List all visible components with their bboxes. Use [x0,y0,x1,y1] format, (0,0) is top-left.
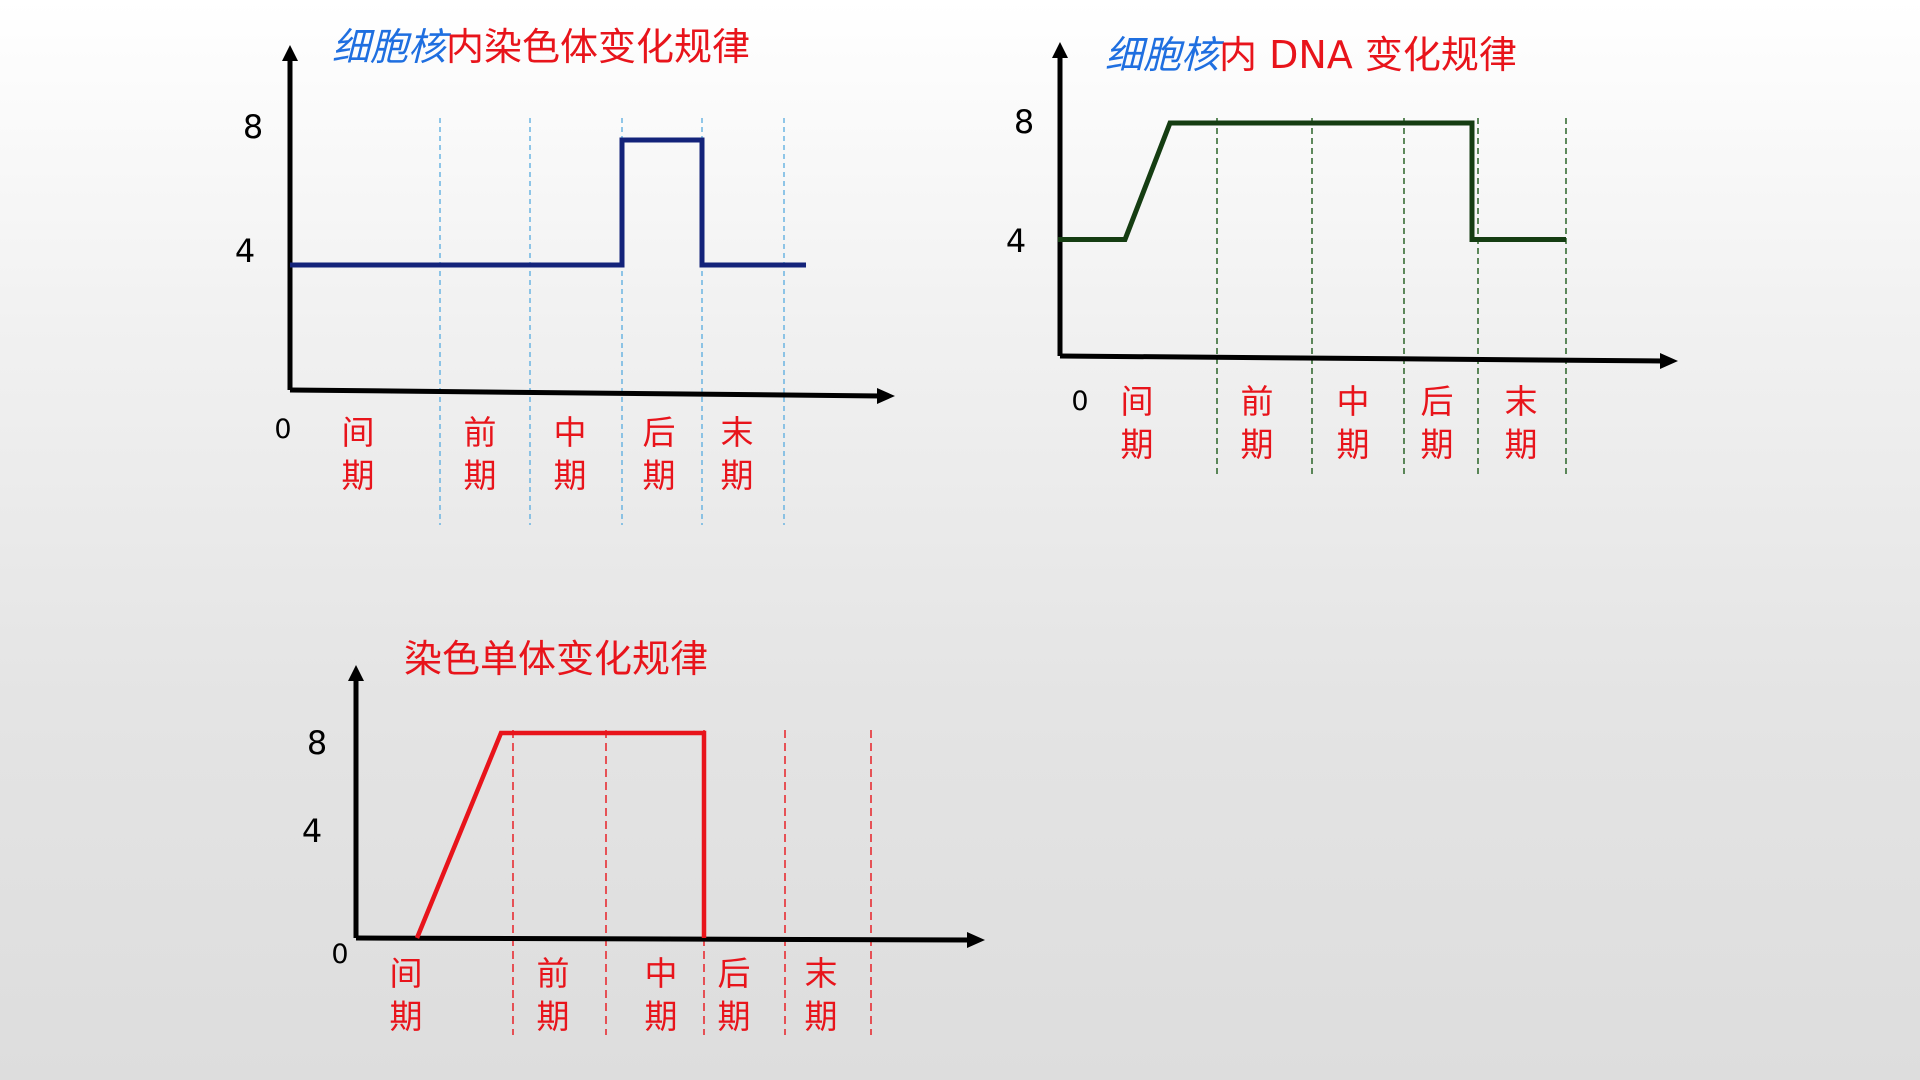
chart-title-part: 细胞核 [332,25,452,69]
phase-label-bottom: 期 [643,456,676,495]
phase-label-top: 前 [1241,382,1274,421]
phase-label-bottom: 期 [718,997,751,1036]
phase-label-top: 中 [1337,382,1370,421]
phase-label-top: 末 [805,954,838,993]
origin-label: 0 [1071,386,1088,417]
phase-label-bottom: 期 [1121,425,1154,464]
phase-label-bottom: 期 [390,997,423,1036]
phase-label-bottom: 期 [1421,425,1454,464]
y-tick-label: 4 [235,232,255,270]
y-axis-arrow [1052,42,1068,58]
phase-label-top: 末 [1505,382,1538,421]
y-tick-label: 4 [302,812,322,850]
phase-label-bottom: 期 [1505,425,1538,464]
y-tick-label: 8 [307,724,327,762]
phase-label-bottom: 期 [1241,425,1274,464]
chart-title: 细胞核内染色体变化规律 [332,25,750,69]
series-line [414,730,707,939]
phase-label-top: 后 [718,954,751,993]
y-axis-arrow [282,45,298,61]
phase-label-top: 后 [643,413,676,452]
phase-label-top: 间 [390,954,423,993]
origin-label: 0 [274,414,291,445]
phase-label-top: 间 [1121,382,1154,421]
phase-label-bottom: 期 [1337,425,1370,464]
chart-title-part: 染色单体变化规律 [404,637,708,681]
chart-title-part: 内 DNA 变化规律 [1219,33,1517,77]
series-line [1058,120,1566,242]
y-tick-label: 4 [1006,222,1026,260]
phase-label-bottom: 期 [342,456,375,495]
phase-label-bottom: 期 [721,456,754,495]
phase-label-top: 中 [645,954,678,993]
x-axis [289,387,882,399]
phase-label-top: 后 [1421,382,1454,421]
y-tick-label: 8 [243,108,263,146]
phase-label-top: 前 [537,954,570,993]
phase-label-top: 间 [342,413,375,452]
x-axis [1059,353,1665,364]
phase-label-top: 中 [554,413,587,452]
origin-label: 0 [331,939,348,970]
series-line [290,137,806,268]
x-axis-arrow [1660,353,1678,369]
phase-label-bottom: 期 [805,997,838,1036]
chart-title: 细胞核内 DNA 变化规律 [1105,33,1517,77]
y-tick-label: 8 [1014,103,1034,141]
phase-label-bottom: 期 [645,997,678,1036]
x-axis [355,935,972,943]
chart-title: 染色单体变化规律 [404,637,708,681]
x-axis-arrow [967,932,985,948]
phase-label-top: 末 [721,413,754,452]
y-axis-arrow [348,665,364,681]
phase-label-bottom: 期 [537,997,570,1036]
phase-label-top: 前 [464,413,497,452]
x-axis-arrow [877,388,895,404]
chart-title-part: 细胞核 [1105,33,1225,77]
phase-label-bottom: 期 [554,456,587,495]
phase-label-bottom: 期 [464,456,497,495]
chart-title-part: 内染色体变化规律 [446,25,750,69]
